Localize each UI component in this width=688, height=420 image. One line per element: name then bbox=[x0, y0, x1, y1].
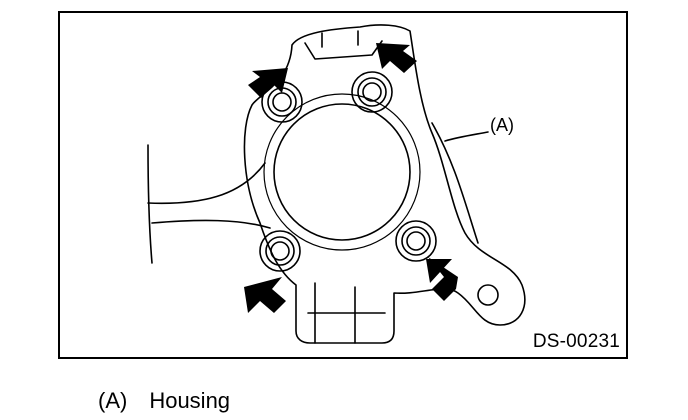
left-arm-lower bbox=[151, 219, 271, 229]
bolt-top-right bbox=[351, 71, 393, 113]
bolt-bottom-left bbox=[259, 230, 301, 272]
bolt-bottom-right bbox=[395, 220, 437, 262]
diagram-figure: (A) DS-00231 bbox=[58, 11, 628, 359]
arm-to-callout bbox=[444, 131, 489, 142]
left-arm-upper bbox=[147, 162, 266, 205]
top-flange bbox=[304, 40, 383, 60]
legend: (A) Housing bbox=[98, 388, 230, 414]
callout-a-label: (A) bbox=[490, 115, 514, 135]
figure-code: DS-00231 bbox=[532, 331, 620, 352]
arrow-top-right bbox=[376, 43, 417, 73]
left-arm-outline bbox=[147, 144, 153, 264]
bottom-stem bbox=[307, 282, 386, 344]
arrow-bottom-left bbox=[244, 277, 286, 313]
housing-illustration bbox=[147, 24, 526, 344]
arrow-top-left bbox=[248, 68, 288, 98]
right-edge bbox=[431, 122, 479, 244]
legend-key: (A) bbox=[98, 388, 128, 413]
bore-rim bbox=[263, 93, 421, 251]
ear-hole bbox=[477, 284, 499, 306]
top-flange-inner bbox=[321, 30, 359, 48]
arrow-bottom-right bbox=[426, 257, 458, 301]
central-bore bbox=[273, 103, 411, 241]
legend-description: Housing bbox=[149, 388, 231, 413]
